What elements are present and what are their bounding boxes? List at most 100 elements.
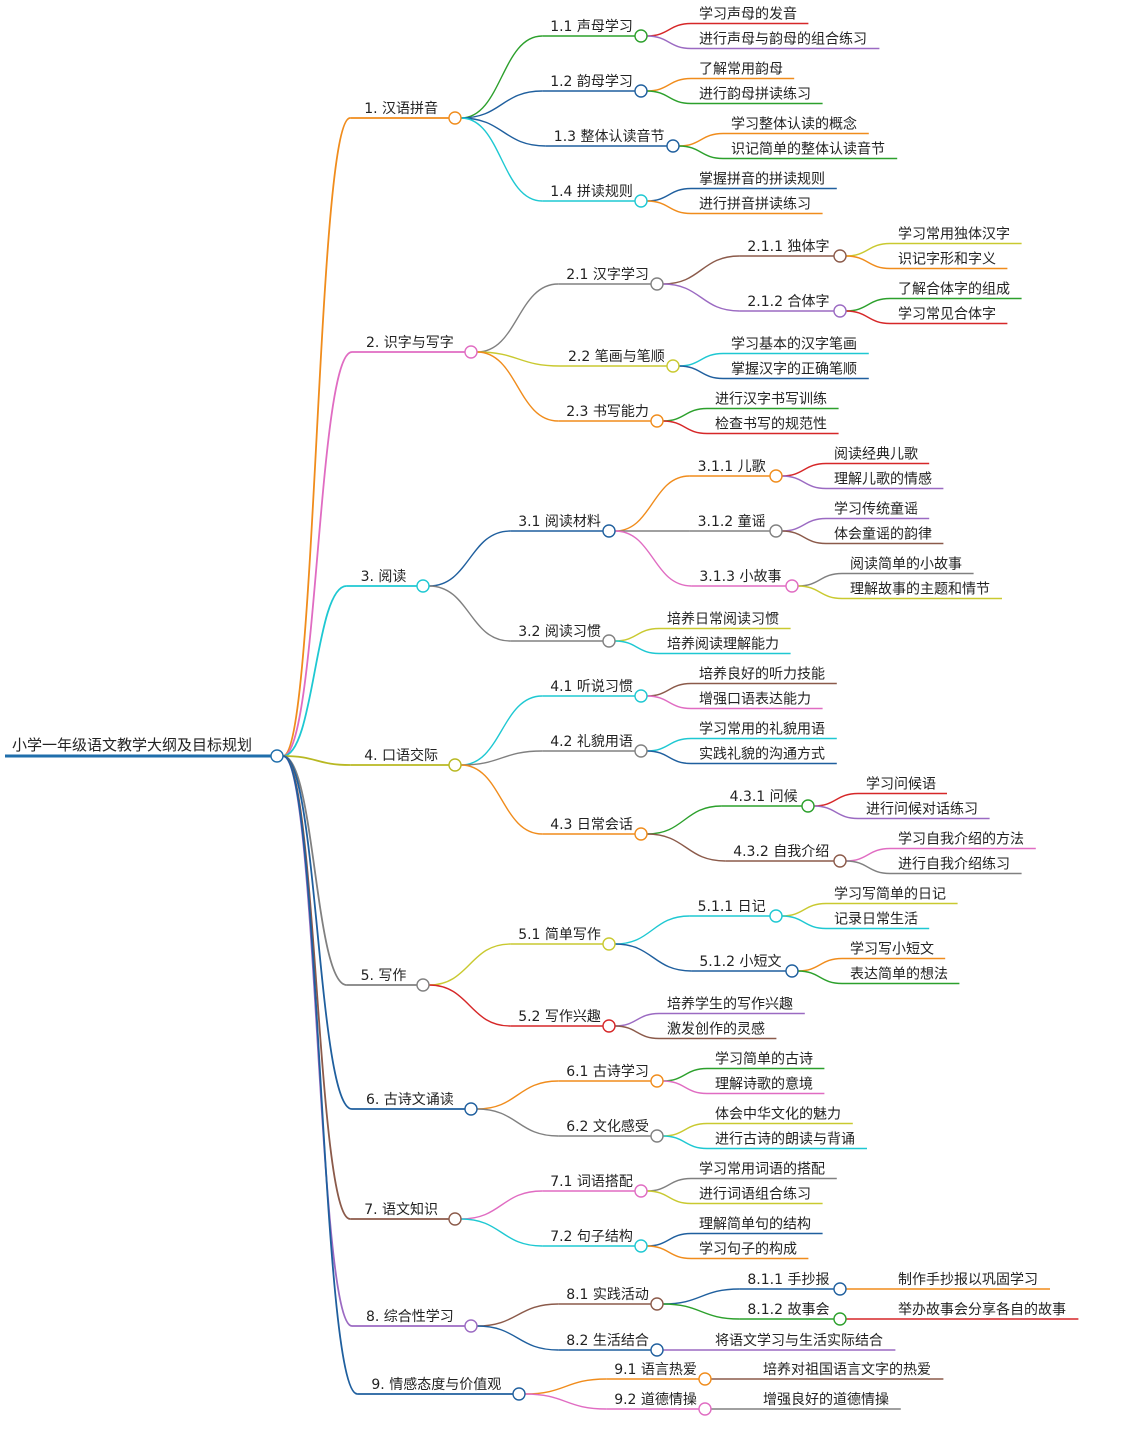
branch-3-1-1-label: 3.1.1 儿歌 [698, 459, 766, 475]
branch-8-1-label: 8.1 实践活动 [566, 1287, 649, 1303]
branch-1-1-leaf-0-label: 学习声母的发音 [699, 6, 797, 23]
branch-5-node-dot[interactable] [416, 978, 430, 992]
branch-3-1-1-leaf-0-edge [781, 462, 827, 477]
branch-7-2-node-dot[interactable] [634, 1239, 648, 1253]
branch-1-4-node-dot[interactable] [634, 194, 648, 208]
root-topic: 小学一年级语文教学大纲及目标规划 [12, 736, 252, 754]
branch-2-2-leaf-1-label: 掌握汉字的正确笔顺 [731, 362, 857, 378]
branch-1-4-label: 1.4 拼读规则 [550, 183, 633, 200]
branch-3-1-3-node-dot[interactable] [785, 579, 799, 593]
branch-4-3-2-label: 4.3.2 自我介绍 [733, 844, 829, 860]
branch-6-2-edge [476, 1108, 559, 1137]
branch-4-2-node-dot[interactable] [634, 744, 648, 758]
branch-5-1-label: 5.1 简单写作 [518, 926, 601, 943]
branch-2-node-dot[interactable] [464, 345, 478, 359]
branch-1-1-node-dot[interactable] [634, 29, 648, 43]
branch-1-3-edge [460, 117, 546, 147]
branch-2-2-leaf-0-label: 学习基本的汉字笔画 [731, 336, 857, 353]
branch-5-1-node-dot[interactable] [602, 937, 616, 951]
branch-9-edge [282, 755, 358, 1395]
branch-4-3-2-edge [646, 833, 726, 862]
branch-8-1-2-node-dot[interactable] [833, 1312, 847, 1326]
branch-3-1-3-leaf-1-edge [797, 585, 843, 600]
branch-4-2-edge [460, 750, 543, 766]
branch-4-3-1-node-dot[interactable] [801, 799, 815, 813]
branch-8-node-dot[interactable] [464, 1319, 478, 1333]
branch-3-1-1-edge [614, 475, 690, 532]
branch-6-1-node-dot[interactable] [650, 1074, 664, 1088]
branch-3-1-2-node-dot[interactable] [769, 524, 783, 538]
branch-2-3-leaf-0-label: 进行汉字书写训练 [715, 392, 827, 408]
branch-4-3-1-edge [646, 805, 722, 835]
branch-4-node-dot[interactable] [448, 758, 462, 772]
branch-2-1-node-dot[interactable] [650, 277, 664, 291]
branch-8-2-edge [476, 1325, 559, 1351]
branch-3-1-1-leaf-0-label: 阅读经典儿歌 [834, 446, 918, 463]
branch-1-2-node-dot[interactable] [634, 84, 648, 98]
branch-3-node-dot[interactable] [416, 579, 430, 593]
branch-6-2-node-dot[interactable] [650, 1129, 664, 1143]
branch-9-1-node-dot[interactable] [698, 1372, 712, 1386]
branch-5-edge [282, 755, 347, 986]
branch-5-1-1-leaf-0-edge [781, 902, 827, 917]
branch-2-edge [282, 351, 353, 757]
branch-5-1-1-leaf-1-edge [781, 915, 827, 930]
branch-3-1-1-node-dot[interactable] [769, 469, 783, 483]
branch-1-2-leaf-1-label: 进行韵母拼读练习 [699, 86, 811, 103]
branch-4-3-edge [460, 764, 543, 835]
branch-5-1-1-node-dot[interactable] [769, 909, 783, 923]
branch-1-label: 1. 汉语拼音 [364, 100, 438, 117]
branch-4-1-leaf-0-edge [646, 682, 692, 697]
branch-3-2-leaf-1-edge [614, 640, 660, 655]
branch-3-2-node-dot[interactable] [602, 634, 616, 648]
branch-4-1-node-dot[interactable] [634, 689, 648, 703]
branch-5-2-label: 5.2 写作兴趣 [518, 1009, 601, 1025]
branch-2-3-edge [476, 351, 559, 422]
branch-2-1-1-node-dot[interactable] [833, 249, 847, 263]
mindmap-edges [5, 22, 1079, 1410]
branch-2-2-edge [476, 351, 561, 367]
branch-5-1-2-leaf-1-label: 表达简单的想法 [850, 966, 948, 983]
branch-4-3-node-dot[interactable] [634, 827, 648, 841]
branch-9-node-dot[interactable] [512, 1387, 526, 1401]
branch-3-1-node-dot[interactable] [602, 524, 616, 538]
branch-5-1-2-leaf-0-label: 学习写小短文 [850, 942, 934, 958]
branch-4-3-2-node-dot[interactable] [833, 854, 847, 868]
branch-1-3-node-dot[interactable] [666, 139, 680, 153]
branch-3-1-2-leaf-1-edge [781, 530, 827, 545]
branch-6-1-label: 6.1 古诗学习 [566, 1064, 649, 1080]
branch-7-label: 7. 语文知识 [364, 1201, 438, 1218]
branch-7-node-dot[interactable] [448, 1212, 462, 1226]
root-node-dot[interactable] [270, 749, 284, 763]
branch-1-3-leaf-1-label: 识记简单的整体认读音节 [731, 141, 885, 158]
branch-9-2-edge [524, 1393, 607, 1410]
branch-2-2-node-dot[interactable] [666, 359, 680, 373]
branch-1-2-leaf-0-edge [646, 77, 692, 92]
branch-7-1-node-dot[interactable] [634, 1184, 648, 1198]
branch-5-2-node-dot[interactable] [602, 1019, 616, 1033]
branch-8-1-1-leaf-0-label: 制作手抄报以巩固学习 [898, 1272, 1038, 1288]
branch-7-2-edge [460, 1218, 543, 1247]
branch-4-3-2-leaf-1-edge [845, 860, 891, 875]
branch-8-2-node-dot[interactable] [650, 1343, 664, 1357]
branch-4-3-1-leaf-1-edge [813, 805, 859, 820]
branch-5-1-2-node-dot[interactable] [785, 964, 799, 978]
branch-2-3-node-dot[interactable] [650, 414, 664, 428]
branch-1-node-dot[interactable] [448, 111, 462, 125]
branch-5-1-edge [428, 943, 511, 986]
branch-7-1-label: 7.1 词语搭配 [550, 1174, 633, 1190]
branch-1-2-label: 1.2 韵母学习 [550, 74, 633, 90]
branch-6-node-dot[interactable] [464, 1102, 478, 1116]
branch-1-2-edge [460, 90, 543, 119]
branch-1-edge [282, 117, 351, 757]
branch-6-label: 6. 古诗文诵读 [366, 1091, 454, 1108]
branch-6-1-leaf-1-label: 理解诗歌的意境 [715, 1076, 813, 1093]
branch-2-1-2-node-dot[interactable] [833, 304, 847, 318]
branch-6-2-label: 6.2 文化感受 [566, 1118, 649, 1135]
branch-8-1-1-node-dot[interactable] [833, 1282, 847, 1296]
branch-8-1-2-edge [662, 1303, 740, 1320]
branch-8-1-node-dot[interactable] [650, 1297, 664, 1311]
branch-9-2-node-dot[interactable] [698, 1402, 712, 1416]
branch-2-1-1-leaf-1-label: 识记字形和字义 [898, 252, 996, 268]
